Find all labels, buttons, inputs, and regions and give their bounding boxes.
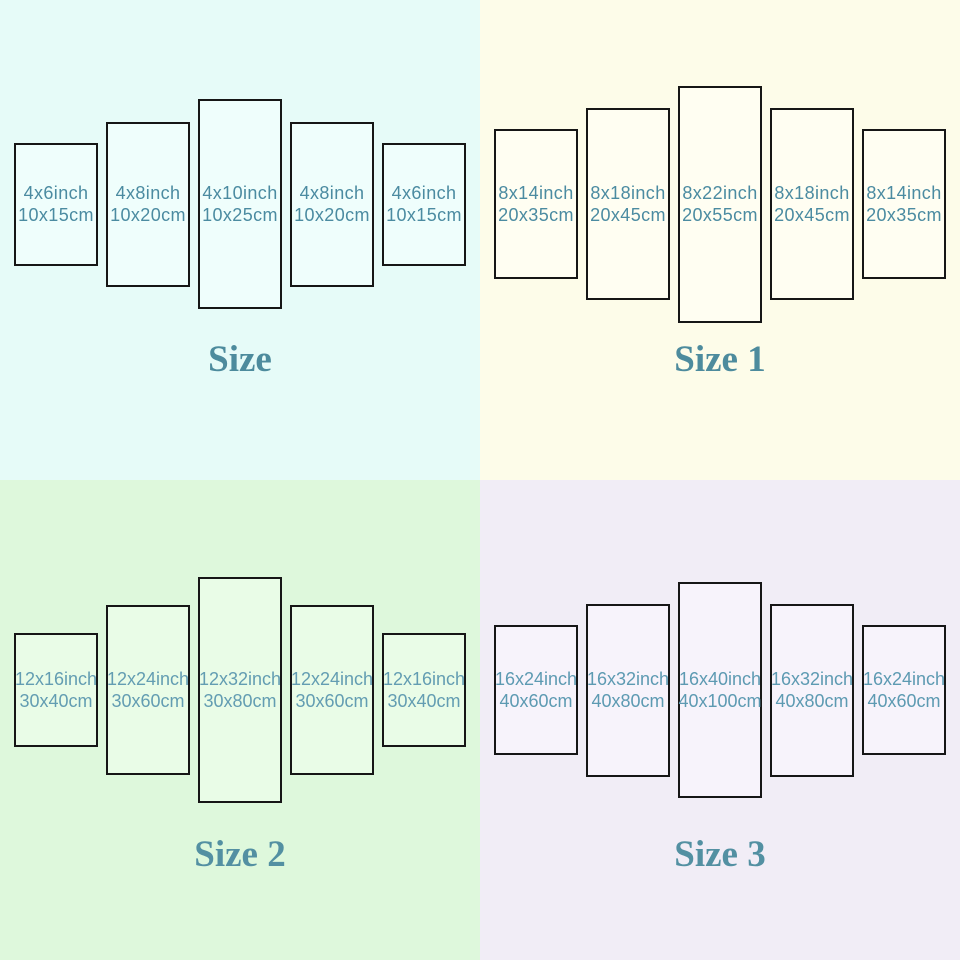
panel-size-cm: 20x35cm <box>866 205 942 225</box>
panel-size-inch: 4x8inch <box>115 183 181 203</box>
panel-size-inch: 12x24inch <box>106 669 190 689</box>
panel-size-inch: 16x32inch <box>770 669 854 689</box>
panel-size-cm: 20x35cm <box>498 205 574 225</box>
size-panel: 16x32inch 40x80cm <box>770 603 854 777</box>
panel-size-inch: 16x32inch <box>586 669 670 689</box>
panel-size-inch: 16x24inch <box>862 669 946 689</box>
panel-size-inch: 4x10inch <box>202 183 278 203</box>
size-chart-quadrant-size-2: 12x16inch 30x40cm 12x24inch 30x60cm 12x3… <box>0 480 480 960</box>
size-panel: 4x8inch 10x20cm <box>290 121 374 287</box>
panel-size-inch: 8x18inch <box>590 183 666 203</box>
panel-size-inch: 12x16inch <box>382 669 466 689</box>
size-panel: 4x8inch 10x20cm <box>106 121 190 287</box>
panel-size-inch: 12x16inch <box>14 669 98 689</box>
size-chart-title: Size 1 <box>674 339 766 380</box>
panel-size-cm: 40x80cm <box>591 691 665 711</box>
panel-size-cm: 20x45cm <box>590 205 666 225</box>
panel-size-cm: 40x60cm <box>867 691 941 711</box>
panel-size-cm: 20x45cm <box>774 205 850 225</box>
panel-row: 12x16inch 30x40cm 12x24inch 30x60cm 12x3… <box>0 480 480 900</box>
panel-size-cm: 10x20cm <box>294 205 370 225</box>
panel-row: 8x14inch 20x35cm 8x18inch 20x45cm 8x22in… <box>480 0 960 408</box>
panel-size-inch: 12x24inch <box>290 669 374 689</box>
panel-size-cm: 20x55cm <box>682 205 758 225</box>
size-panel: 12x24inch 30x60cm <box>106 605 190 775</box>
size-panel: 4x10inch 10x25cm <box>198 99 282 309</box>
panel-size-inch: 4x6inch <box>391 183 457 203</box>
size-chart-title: Size 2 <box>194 834 286 875</box>
size-panel: 8x14inch 20x35cm <box>494 129 578 279</box>
panel-size-inch: 8x18inch <box>774 183 850 203</box>
panel-size-inch: 16x40inch <box>678 669 762 689</box>
panel-size-inch: 4x8inch <box>299 183 365 203</box>
size-panel: 16x24inch 40x60cm <box>862 625 946 755</box>
size-panel: 8x14inch 20x35cm <box>862 129 946 279</box>
panel-size-cm: 30x60cm <box>111 691 185 711</box>
panel-size-inch: 12x32inch <box>198 669 282 689</box>
size-panel: 4x6inch 10x15cm <box>382 142 466 266</box>
size-panel: 12x32inch 30x80cm <box>198 577 282 803</box>
size-panel: 12x16inch 30x40cm <box>14 633 98 747</box>
size-panel: 12x24inch 30x60cm <box>290 605 374 775</box>
size-chart-title: Size 3 <box>674 834 766 875</box>
size-panel: 4x6inch 10x15cm <box>14 142 98 266</box>
panel-size-cm: 30x60cm <box>295 691 369 711</box>
size-panel: 8x18inch 20x45cm <box>586 108 670 300</box>
panel-size-cm: 10x15cm <box>386 205 462 225</box>
size-chart-quadrant-size-1: 8x14inch 20x35cm 8x18inch 20x45cm 8x22in… <box>480 0 960 480</box>
panel-size-cm: 40x100cm <box>678 691 762 711</box>
panel-size-cm: 10x20cm <box>110 205 186 225</box>
size-panel: 8x18inch 20x45cm <box>770 108 854 300</box>
size-panel: 8x22inch 20x55cm <box>678 85 762 323</box>
size-chart-quadrant-size: 4x6inch 10x15cm 4x8inch 10x20cm 4x10inch… <box>0 0 480 480</box>
size-panel: 16x32inch 40x80cm <box>586 603 670 777</box>
panel-row: 4x6inch 10x15cm 4x8inch 10x20cm 4x10inch… <box>0 0 480 408</box>
panel-size-cm: 40x80cm <box>775 691 849 711</box>
size-panel: 16x24inch 40x60cm <box>494 625 578 755</box>
panel-size-inch: 8x14inch <box>866 183 942 203</box>
panel-size-inch: 16x24inch <box>494 669 578 689</box>
size-chart-quadrant-size-3: 16x24inch 40x60cm 16x32inch 40x80cm 16x4… <box>480 480 960 960</box>
panel-size-cm: 10x15cm <box>18 205 94 225</box>
panel-size-cm: 10x25cm <box>202 205 278 225</box>
panel-row: 16x24inch 40x60cm 16x32inch 40x80cm 16x4… <box>480 480 960 900</box>
panel-size-inch: 4x6inch <box>23 183 89 203</box>
panel-size-cm: 30x40cm <box>19 691 93 711</box>
size-chart-title: Size <box>208 339 272 380</box>
panel-size-cm: 30x80cm <box>203 691 277 711</box>
panel-size-cm: 40x60cm <box>499 691 573 711</box>
size-panel: 12x16inch 30x40cm <box>382 633 466 747</box>
panel-size-cm: 30x40cm <box>387 691 461 711</box>
panel-size-inch: 8x22inch <box>682 183 758 203</box>
panel-size-inch: 8x14inch <box>498 183 574 203</box>
size-panel: 16x40inch 40x100cm <box>678 582 762 798</box>
